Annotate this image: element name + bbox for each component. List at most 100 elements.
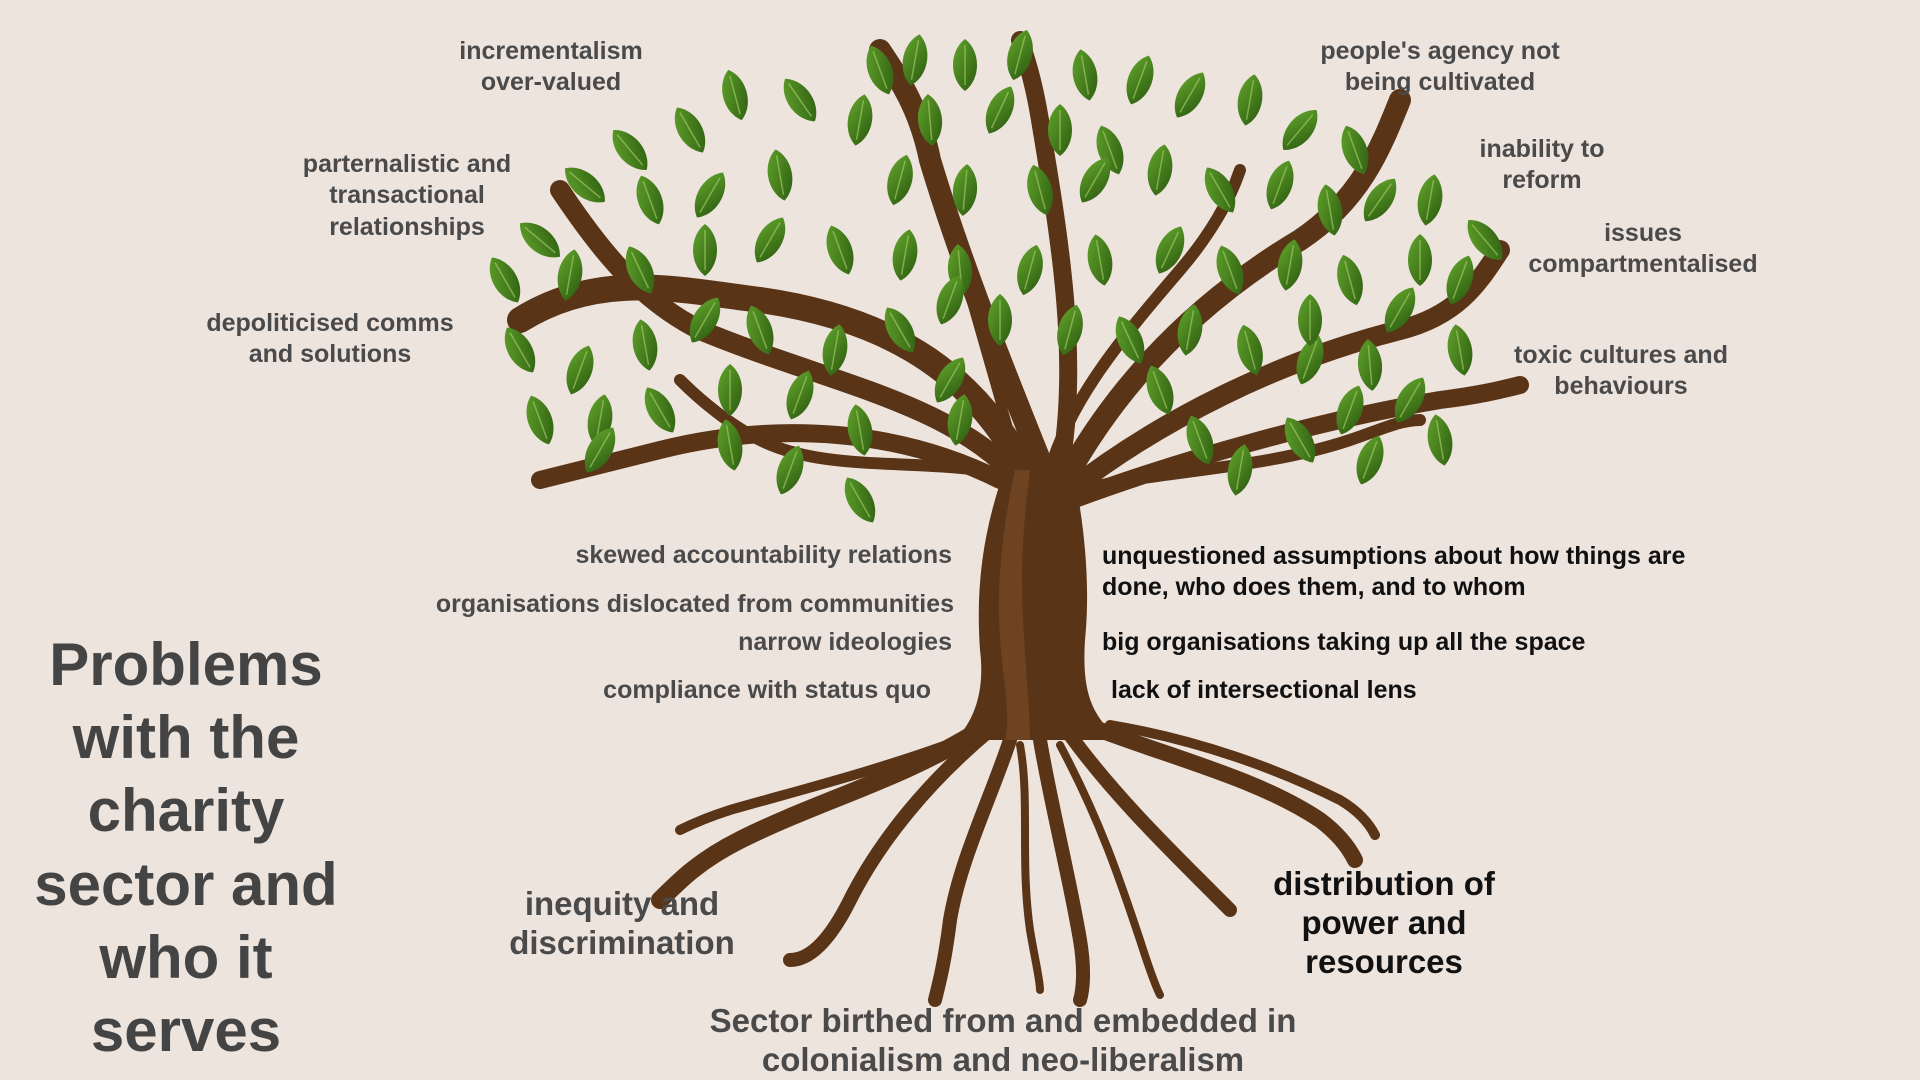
label-compartmentalised: issues compartmentalised [1528,219,1758,279]
leaf-vein [855,100,865,140]
leaf-vein [1245,80,1255,120]
tree-trunk [955,455,1120,740]
leaf-vein [1102,130,1118,170]
tree-root [675,735,965,835]
leaf-vein [1325,190,1335,230]
label-incrementalism: incrementalism over-valued [459,37,643,97]
leaf-vein [927,100,933,140]
leaf-vein [792,375,808,415]
leaf-vein [1285,245,1295,285]
leaf-vein [699,177,721,213]
leaf-vein [1244,330,1256,370]
leaf-vein [1347,130,1363,170]
leaf-vein [1014,35,1026,75]
leaf-vein [1435,420,1445,460]
label-compliance: compliance with status quo [603,676,931,704]
label-big-orgs: big organisations taking up all the spac… [1102,628,1586,656]
label-dislocated: organisations dislocated from communitie… [435,590,954,618]
leaf-vein [1362,440,1378,480]
tree-branch [674,374,986,476]
tree-root [651,721,989,909]
leaf-vein [962,170,968,210]
leaf-vein [640,325,650,365]
leaf-vein [1425,180,1435,220]
tree-roots [651,720,1380,1007]
leaf-vein [1132,60,1148,100]
page-title: Problems with the charity sector and who… [34,631,338,1064]
leaf-vein [752,310,768,350]
leaf-vein [1389,292,1411,328]
tree-root [1033,733,1090,1007]
leaf-vein [1152,370,1168,410]
leaf-vein [494,262,516,298]
label-agency: people's agency not being cultivated [1320,37,1560,97]
leaf-vein [1342,390,1358,430]
leaf-vein [565,255,575,295]
leaf-vein [990,91,1010,129]
leaf-vein [830,330,840,370]
label-sector-origins: Sector birthed from and embedded in colo… [709,1002,1297,1078]
leaf-vein [1179,77,1201,113]
leaf-vein [782,450,798,490]
leaf-vein [939,362,961,398]
tree-root [1056,741,1164,999]
leaf-vein [572,350,588,390]
leaf-vein [1064,310,1076,350]
leaf-vein [775,155,785,195]
tree-branch [1060,240,1510,500]
leaf-vein [649,392,671,428]
tree-branch [1054,89,1411,491]
label-assumptions: unquestioned assumptions about how thing… [1102,542,1686,602]
leaf-vein [855,410,865,450]
leaf-vein [679,112,701,148]
leaf-vein [729,75,741,115]
leaf-vein [509,332,531,368]
leaf-vein [1120,321,1140,359]
label-inequity: inequity and discrimination [509,885,735,961]
label-depoliticised: depoliticised comms and solutions [206,309,454,369]
leaf-vein [569,171,601,199]
tree-root [1016,741,1044,994]
label-distribution: distribution of power and resources [1273,865,1495,980]
leaf-vein [889,312,911,348]
tree-leaves [489,29,1503,523]
leaf-vein [642,180,658,220]
leaf-vein [872,50,888,90]
leaf-vein [1272,165,1288,205]
leaf-vein [955,400,965,440]
leaf-vein [616,134,644,166]
leaf-vein [524,226,556,254]
leaf-vein [900,235,910,275]
tree-root [928,733,1017,1007]
label-intersectional: lack of intersectional lens [1111,676,1417,704]
leaf-vein [1471,224,1499,256]
leaf-vein [1235,450,1245,490]
trunk-highlight [998,470,1030,740]
leaf-vein [1034,170,1046,210]
leaf-vein [1286,114,1314,146]
leaf-vein [1024,250,1036,290]
leaf-vein [630,251,650,289]
leaf-vein [1160,231,1180,269]
leaf-vein [894,160,906,200]
tree-root [1092,722,1363,868]
leaf-vein [1222,250,1238,290]
leaf-vein [725,425,735,465]
leaf-vein [1302,340,1318,380]
leaf-vein [849,482,871,518]
leaf-vein [832,230,848,270]
leaf-vein [694,302,716,338]
leaf-vein [759,222,781,258]
label-toxic: toxic cultures and behaviours [1514,341,1728,401]
leaf-vein [1367,345,1373,385]
leaf-vein [1155,150,1165,190]
leaf-vein [1399,382,1421,418]
leaf-vein [942,280,958,320]
tree-root [783,723,997,967]
leaf-vein [1080,55,1090,95]
leaf-vein [1084,162,1106,198]
leaf-vein [595,400,605,440]
leaf-vein [1344,260,1356,300]
leaf-vein [787,83,813,117]
tree-branch [550,180,1020,480]
